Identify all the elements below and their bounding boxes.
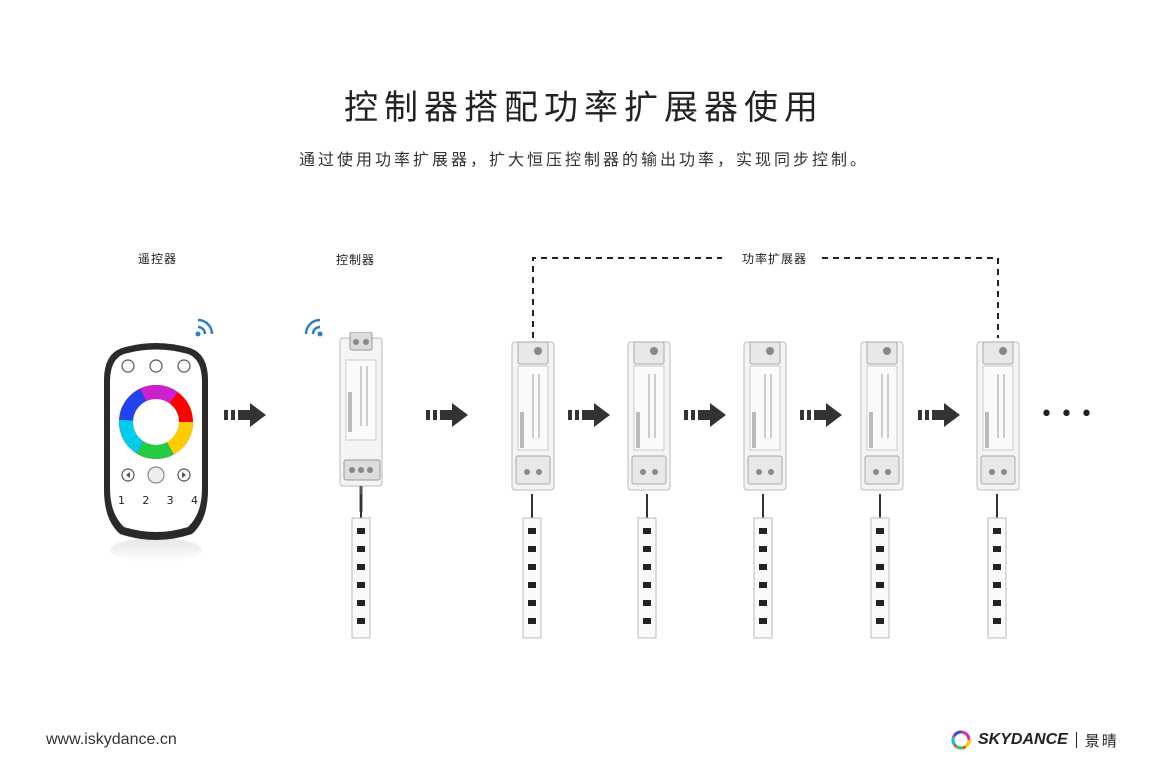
brand-divider [1075, 732, 1077, 748]
controller-device [339, 332, 383, 512]
arrow-icon-5 [800, 403, 842, 427]
led-strip-3 [753, 494, 773, 639]
led-strip-5 [987, 494, 1007, 639]
page-title: 控制器搭配功率扩展器使用 [344, 88, 824, 128]
label-amplifier: 功率扩展器 [738, 250, 812, 267]
arrow-icon-3 [568, 403, 610, 427]
wifi-signal-icon-controller [304, 318, 323, 337]
amplifier-device-5 [976, 341, 1020, 491]
arrow-icon-6 [918, 403, 960, 427]
remote-button-4: 4 [190, 494, 198, 507]
remote-button-2: 2 [142, 494, 150, 507]
amplifier-device-3 [743, 341, 787, 491]
led-strip-1 [522, 494, 542, 639]
page-subtitle: 通过使用功率扩展器，扩大恒压控制器的输出功率，实现同步控制。 [298, 150, 869, 169]
footer-website-url[interactable]: www.iskydance.cn [46, 731, 177, 748]
continuation-dots: • • • [1040, 402, 1093, 427]
amplifier-device-1 [511, 341, 555, 491]
brand-name: SKYDANCE [978, 731, 1068, 748]
arrow-icon-4 [684, 403, 726, 427]
amplifier-device-2 [627, 341, 671, 491]
led-strip-controller [351, 494, 371, 639]
remote-button-1: 1 [118, 494, 125, 507]
amplifier-device-4 [860, 341, 904, 491]
arrow-icon-2 [426, 403, 468, 427]
label-controller: 控制器 [336, 253, 376, 267]
wifi-signal-icon-remote [195, 318, 214, 337]
led-strip-2 [637, 494, 657, 639]
remote-button-3: 3 [166, 494, 174, 507]
arrow-icon-1 [224, 403, 266, 427]
remote-control [104, 343, 208, 562]
brand-ring-icon [951, 730, 971, 750]
color-wheel [119, 385, 193, 459]
remote-number-buttons: 1 2 3 4 [118, 494, 198, 507]
led-strip-4 [870, 494, 890, 639]
label-remote: 遥控器 [138, 252, 178, 266]
brand-logo: SKYDANCE 景晴 [950, 726, 1119, 754]
brand-name-cn: 景晴 [1084, 731, 1119, 750]
